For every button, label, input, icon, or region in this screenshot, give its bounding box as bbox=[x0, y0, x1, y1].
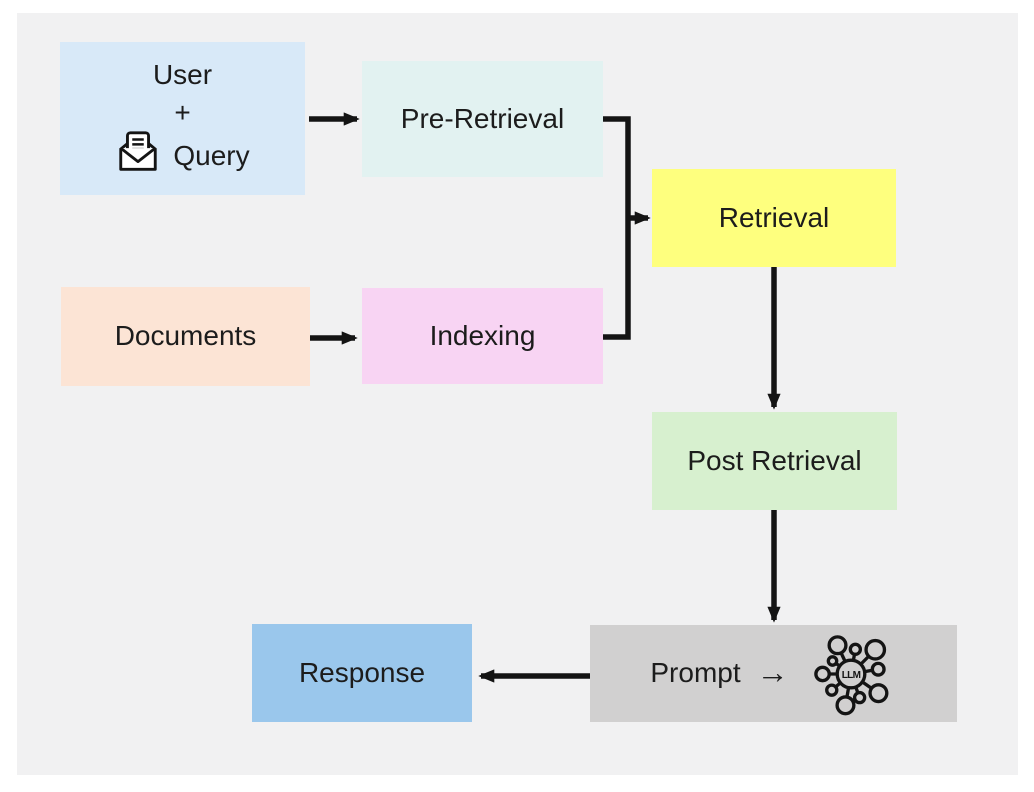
node-label: Retrieval bbox=[718, 201, 830, 233]
open-envelope-icon bbox=[115, 129, 161, 184]
llm-network-icon: LLM bbox=[805, 628, 897, 720]
node-label: Response bbox=[298, 656, 426, 688]
node-label: Indexing bbox=[429, 319, 536, 351]
node-retrieval: Retrieval bbox=[652, 169, 896, 267]
node-post-retrieval: Post Retrieval bbox=[652, 412, 897, 510]
node-prompt-llm: Prompt → bbox=[590, 625, 957, 722]
user-query-line-plus: + bbox=[174, 97, 191, 129]
node-label: Documents bbox=[114, 320, 257, 352]
right-arrow-glyph: → bbox=[756, 653, 789, 690]
node-pre-retrieval: Pre-Retrieval bbox=[362, 61, 603, 177]
user-query-line-user: User bbox=[152, 59, 213, 91]
node-documents: Documents bbox=[61, 287, 310, 386]
node-user-query: User + Query bbox=[60, 42, 305, 195]
node-label: Prompt bbox=[650, 657, 741, 689]
node-indexing: Indexing bbox=[362, 288, 603, 384]
node-label: Pre-Retrieval bbox=[400, 102, 565, 134]
node-response: Response bbox=[252, 624, 472, 722]
node-label: Post Retrieval bbox=[687, 444, 862, 476]
user-query-line-query: Query bbox=[173, 140, 250, 172]
llm-icon-label: LLM bbox=[841, 669, 860, 680]
